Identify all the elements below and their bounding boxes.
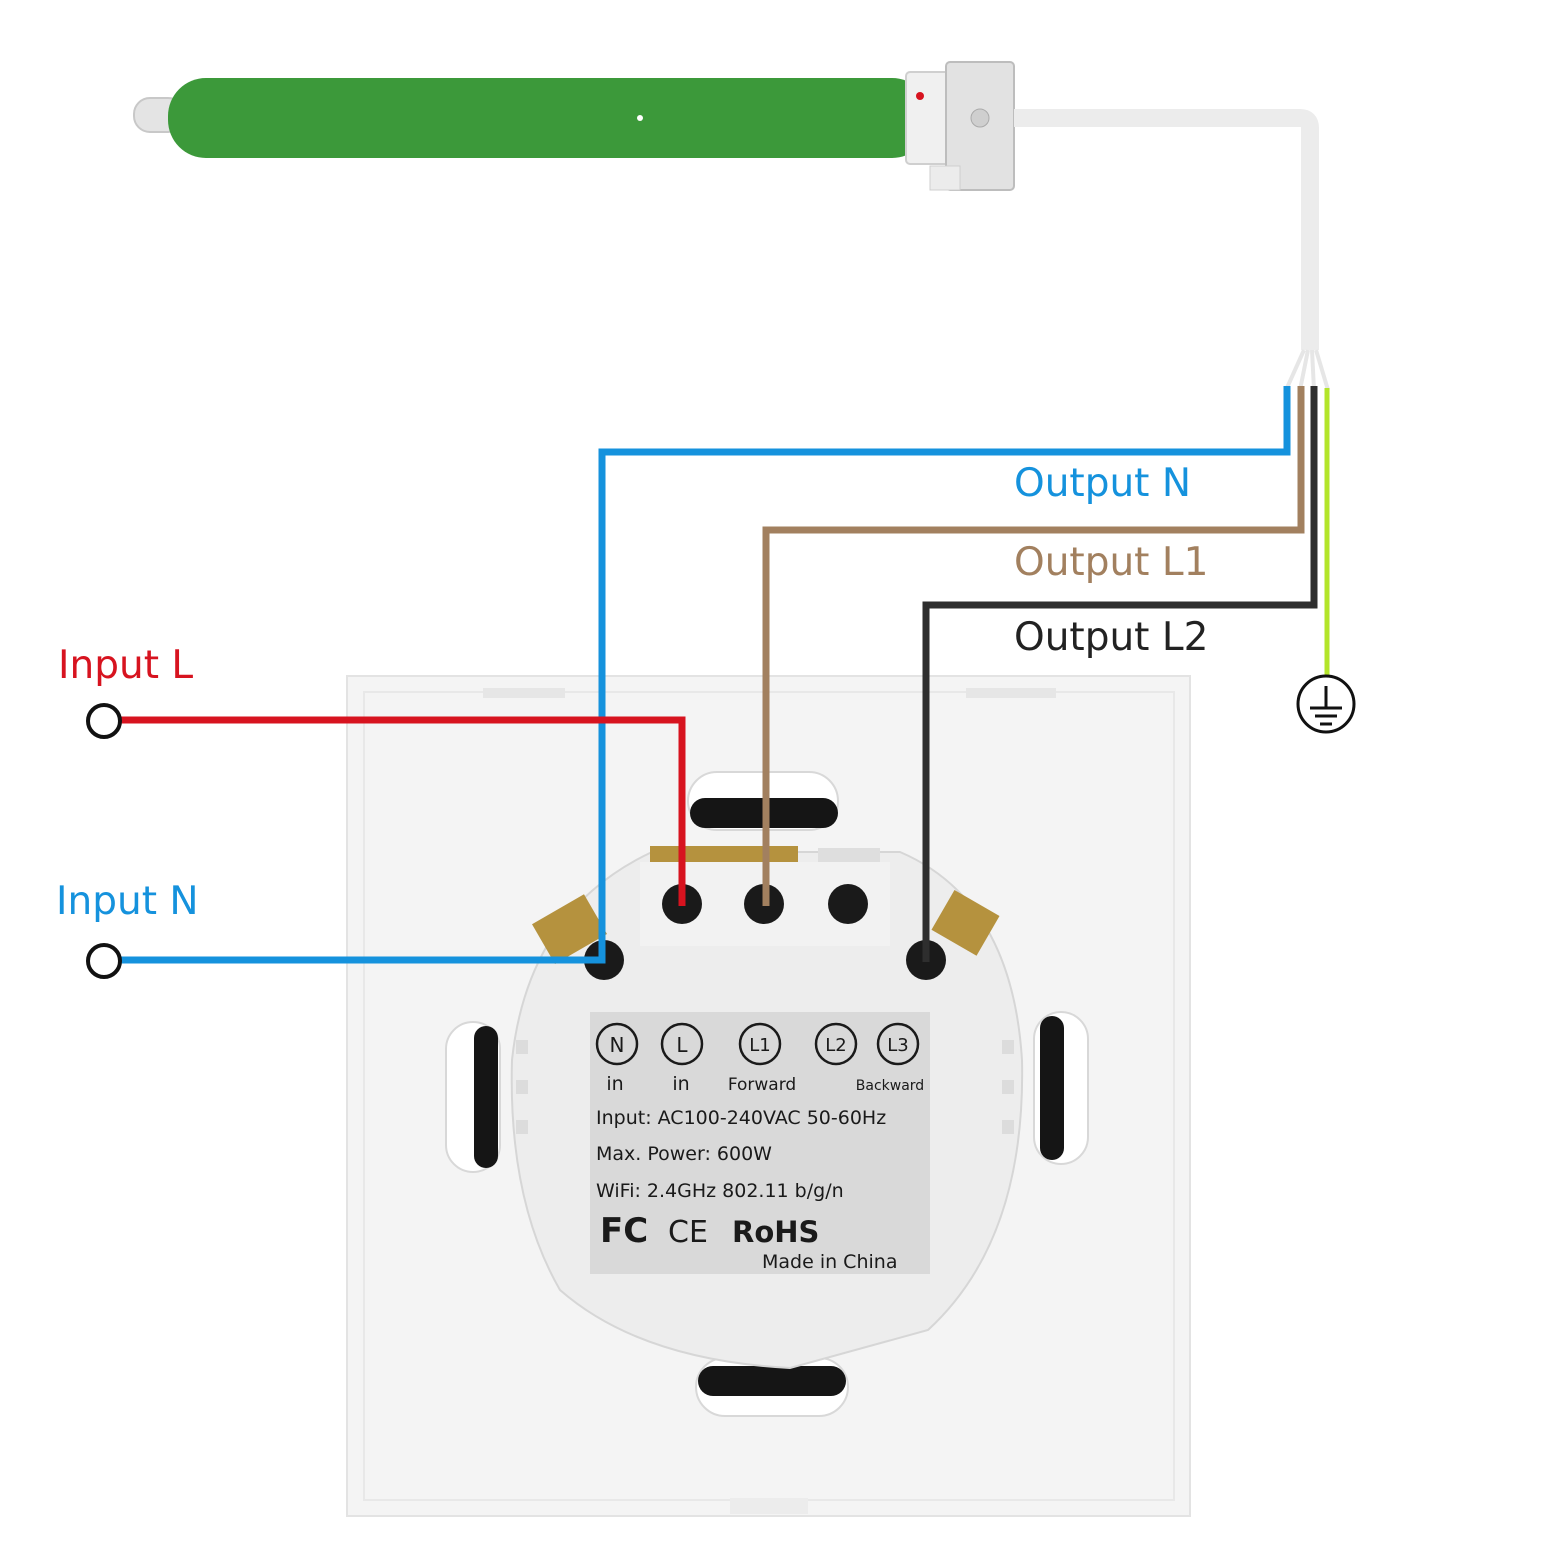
vent	[516, 1040, 528, 1054]
vent	[1002, 1120, 1014, 1134]
motor-cable	[1014, 109, 1319, 350]
terminal-circle-icon	[876, 1022, 920, 1066]
panel-notch	[730, 1498, 808, 1514]
spec-text: Input: AC100-240VAC 50-60Hz Max. Power: …	[596, 1107, 897, 1273]
rohs-mark: RoHS	[732, 1215, 819, 1249]
spec-wifi: WiFi: 2.4GHz 802.11 b/g/n	[596, 1180, 844, 1202]
output-l1-wire	[762, 386, 1305, 906]
output-l2-wire	[922, 386, 1318, 962]
terminal-screw-strip	[818, 848, 880, 864]
spec-input: Input: AC100-240VAC 50-60Hz	[596, 1107, 886, 1129]
terminal-symbol: L	[676, 1033, 688, 1057]
terminal-circle-icon	[660, 1022, 704, 1066]
vent	[516, 1120, 528, 1134]
made-in-text: Made in China	[762, 1251, 897, 1273]
terminal-symbol: L2	[825, 1035, 846, 1056]
panel-notch	[966, 688, 1056, 698]
ground-symbol-icon	[1296, 674, 1356, 734]
terminal-symbol: L3	[887, 1035, 908, 1056]
spec-power: Max. Power: 600W	[596, 1143, 772, 1165]
terminal-symbol: L1	[749, 1035, 770, 1056]
terminal-caption: Backward	[856, 1078, 924, 1094]
fc-mark: FC	[600, 1211, 648, 1251]
terminal-circle-icon	[814, 1022, 858, 1066]
spec-terminal-row: N in L in L1 Forward L2 L3 Backward	[595, 1022, 924, 1095]
input-n-label: Input N	[56, 879, 199, 924]
terminal-circle-icon	[738, 1022, 782, 1066]
input-l-terminal-icon	[86, 703, 122, 739]
vent	[1002, 1040, 1014, 1054]
motor-body	[168, 78, 930, 158]
panel-notch	[483, 688, 565, 698]
terminal-screw-side-left	[532, 894, 607, 965]
mount-slot-left-shadow	[474, 1026, 498, 1168]
output-l2-label: Output L2	[1014, 615, 1208, 660]
mount-slot-bottom-shadow	[698, 1366, 846, 1396]
wires	[104, 386, 1330, 964]
vent	[1002, 1080, 1014, 1094]
output-n-label: Output N	[1014, 461, 1191, 506]
output-l1-label: Output L1	[1014, 540, 1208, 585]
terminal-caption: in	[672, 1073, 689, 1095]
motor-plug	[929, 165, 961, 191]
terminal-symbol: N	[610, 1033, 625, 1057]
motor-indicator-icon	[916, 92, 924, 100]
terminal-hole-l2	[828, 884, 868, 924]
ce-mark: CE	[668, 1215, 708, 1250]
input-n-terminal-icon	[86, 943, 122, 979]
cable-split	[1284, 349, 1330, 391]
spec-label	[590, 1012, 930, 1274]
motor-bracket-hole	[970, 108, 990, 128]
vent	[516, 1080, 528, 1094]
terminal-screw-side-right	[931, 889, 1000, 956]
wire-labels: Input L Input N Output N Output L1 Outpu…	[56, 461, 1208, 924]
motor-dot	[637, 115, 643, 121]
terminal-caption: in	[606, 1073, 623, 1095]
tubular-motor	[133, 61, 1015, 191]
neutral-wire	[104, 386, 1291, 964]
input-l-label: Input L	[58, 643, 193, 688]
mount-slot-right-shadow	[1040, 1016, 1064, 1160]
terminal-circle-icon	[595, 1022, 639, 1066]
input-l-wire	[104, 716, 686, 906]
terminal-screw-strip	[650, 846, 738, 866]
terminal-caption: Forward	[728, 1075, 796, 1095]
